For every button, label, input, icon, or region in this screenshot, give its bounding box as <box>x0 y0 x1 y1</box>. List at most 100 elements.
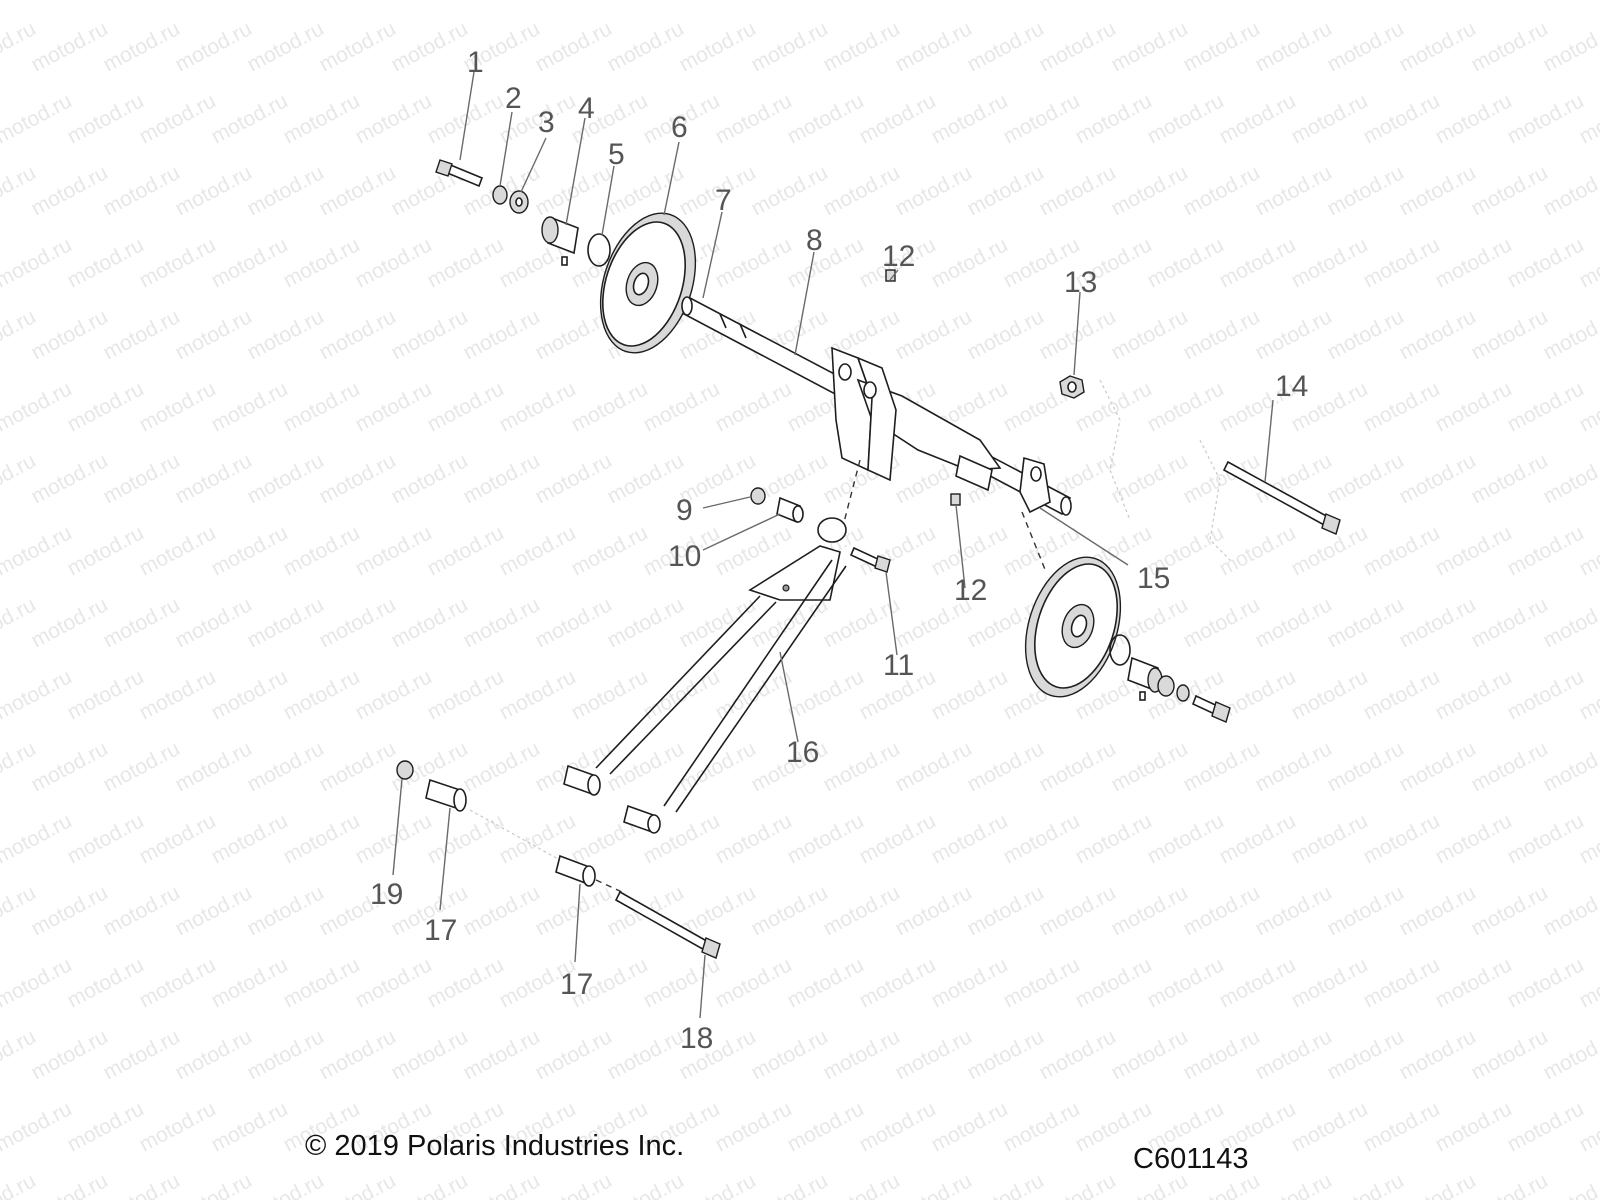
watermark-text: motod.ru <box>0 521 76 580</box>
watermark-text: motod.ru <box>0 809 76 868</box>
watermark-text: motod.ru <box>100 161 184 220</box>
watermark-text: motod.ru <box>1432 0 1516 4</box>
watermark-text: motod.ru <box>64 809 148 868</box>
watermark-text: motod.ru <box>928 665 1012 724</box>
watermark-text: motod.ru <box>388 17 472 76</box>
watermark-text: motod.ru <box>496 377 580 436</box>
watermark-text: motod.ru <box>568 665 652 724</box>
watermark-text: motod.ru <box>1396 593 1480 652</box>
watermark-text: motod.ru <box>1072 809 1156 868</box>
watermark-text: motod.ru <box>460 1025 544 1084</box>
part-16-a-arm <box>563 517 847 834</box>
watermark-text: motod.ru <box>892 1169 976 1200</box>
watermark-text: motod.ru <box>1360 809 1444 868</box>
watermark-text: motod.ru <box>1432 521 1516 580</box>
watermark-text: motod.ru <box>1432 665 1516 724</box>
watermark-text: motod.ru <box>1036 881 1120 940</box>
watermark-text: motod.ru <box>1504 521 1588 580</box>
watermark-text: motod.ru <box>244 737 328 796</box>
watermark-text: motod.ru <box>1216 0 1300 4</box>
watermark-text: motod.ru <box>532 1025 616 1084</box>
watermark-text: motod.ru <box>1108 881 1192 940</box>
watermark-text: motod.ru <box>1432 1097 1516 1156</box>
watermark-text: motod.ru <box>532 161 616 220</box>
watermark-text: motod.ru <box>172 17 256 76</box>
watermark-text: motod.ru <box>208 1097 292 1156</box>
watermark-text: motod.ru <box>316 449 400 508</box>
watermark-text: motod.ru <box>208 89 292 148</box>
watermark-text: motod.ru <box>280 665 364 724</box>
watermark-text: motod.ru <box>568 521 652 580</box>
watermark-text: motod.ru <box>1108 449 1192 508</box>
watermark-text: motod.ru <box>1000 809 1084 868</box>
watermark-text: motod.ru <box>100 1025 184 1084</box>
watermark-text: motod.ru <box>460 881 544 940</box>
watermark-text: motod.ru <box>1180 161 1264 220</box>
watermark-text: motod.ru <box>208 809 292 868</box>
part-9-nut <box>750 487 766 505</box>
watermark-text: motod.ru <box>0 665 76 724</box>
watermark-text: motod.ru <box>1360 0 1444 4</box>
watermark-text: motod.ru <box>28 305 112 364</box>
watermark-text: motod.ru <box>1000 0 1084 4</box>
watermark-text: motod.ru <box>712 233 796 292</box>
part-11-bolt <box>849 546 891 573</box>
watermark-text: motod.ru <box>1324 1025 1408 1084</box>
watermark-text: motod.ru <box>172 1025 256 1084</box>
watermark-text: motod.ru <box>820 737 904 796</box>
watermark-text: motod.ru <box>928 1097 1012 1156</box>
callout-17-right: 17 <box>560 968 593 1001</box>
watermark-text: motod.ru <box>532 593 616 652</box>
watermark-text: motod.ru <box>928 809 1012 868</box>
part-17-bushing-right <box>555 854 596 887</box>
part-2-lock-washer-right <box>1176 684 1190 702</box>
watermark-text: motod.ru <box>712 377 796 436</box>
watermark-text: motod.ru <box>1504 89 1588 148</box>
watermark-text: motod.ru <box>1576 0 1600 4</box>
watermark-text: motod.ru <box>208 953 292 1012</box>
watermark-text: motod.ru <box>172 161 256 220</box>
part-3-washer <box>509 190 529 214</box>
watermark-text: motod.ru <box>712 0 796 4</box>
watermark-text: motod.ru <box>1180 737 1264 796</box>
watermark-text: motod.ru <box>1000 953 1084 1012</box>
watermark-text: motod.ru <box>1288 233 1372 292</box>
watermark-text: motod.ru <box>820 17 904 76</box>
watermark-text: motod.ru <box>1540 305 1600 364</box>
watermark-text: motod.ru <box>0 1169 40 1200</box>
watermark-text: motod.ru <box>64 89 148 148</box>
rail-ghost <box>1099 379 1231 561</box>
watermark-text: motod.ru <box>1432 89 1516 148</box>
watermark-text: motod.ru <box>100 881 184 940</box>
watermark-text: motod.ru <box>1360 89 1444 148</box>
watermark-text: motod.ru <box>820 593 904 652</box>
callout-14: 14 <box>1275 370 1308 403</box>
watermark-text: motod.ru <box>1000 1097 1084 1156</box>
watermark-text: motod.ru <box>784 1097 868 1156</box>
callout-1: 1 <box>467 46 484 79</box>
watermark-text: motod.ru <box>280 809 364 868</box>
watermark-text: motod.ru <box>64 953 148 1012</box>
watermark-text: motod.ru <box>28 161 112 220</box>
watermark-text: motod.ru <box>856 1097 940 1156</box>
watermark-text: motod.ru <box>352 809 436 868</box>
watermark-text: motod.ru <box>784 89 868 148</box>
watermark-text: motod.ru <box>172 1169 256 1200</box>
watermark-text: motod.ru <box>1252 737 1336 796</box>
watermark-text: motod.ru <box>748 1169 832 1200</box>
part-13-nut <box>1059 375 1085 399</box>
watermark-text: motod.ru <box>1252 305 1336 364</box>
watermark-text: motod.ru <box>1036 1025 1120 1084</box>
watermark-text: motod.ru <box>1072 953 1156 1012</box>
watermark-text: motod.ru <box>1288 89 1372 148</box>
watermark-text: motod.ru <box>1468 449 1552 508</box>
watermark-text: motod.ru <box>712 1097 796 1156</box>
watermark-text: motod.ru <box>784 953 868 1012</box>
callout-18: 18 <box>680 1022 713 1055</box>
watermark-text: motod.ru <box>28 449 112 508</box>
part-18-bolt <box>614 890 721 959</box>
watermark-text: motod.ru <box>136 233 220 292</box>
watermark-text: motod.ru <box>964 1025 1048 1084</box>
watermark-text: motod.ru <box>1396 17 1480 76</box>
part-6-wheel <box>599 212 697 354</box>
